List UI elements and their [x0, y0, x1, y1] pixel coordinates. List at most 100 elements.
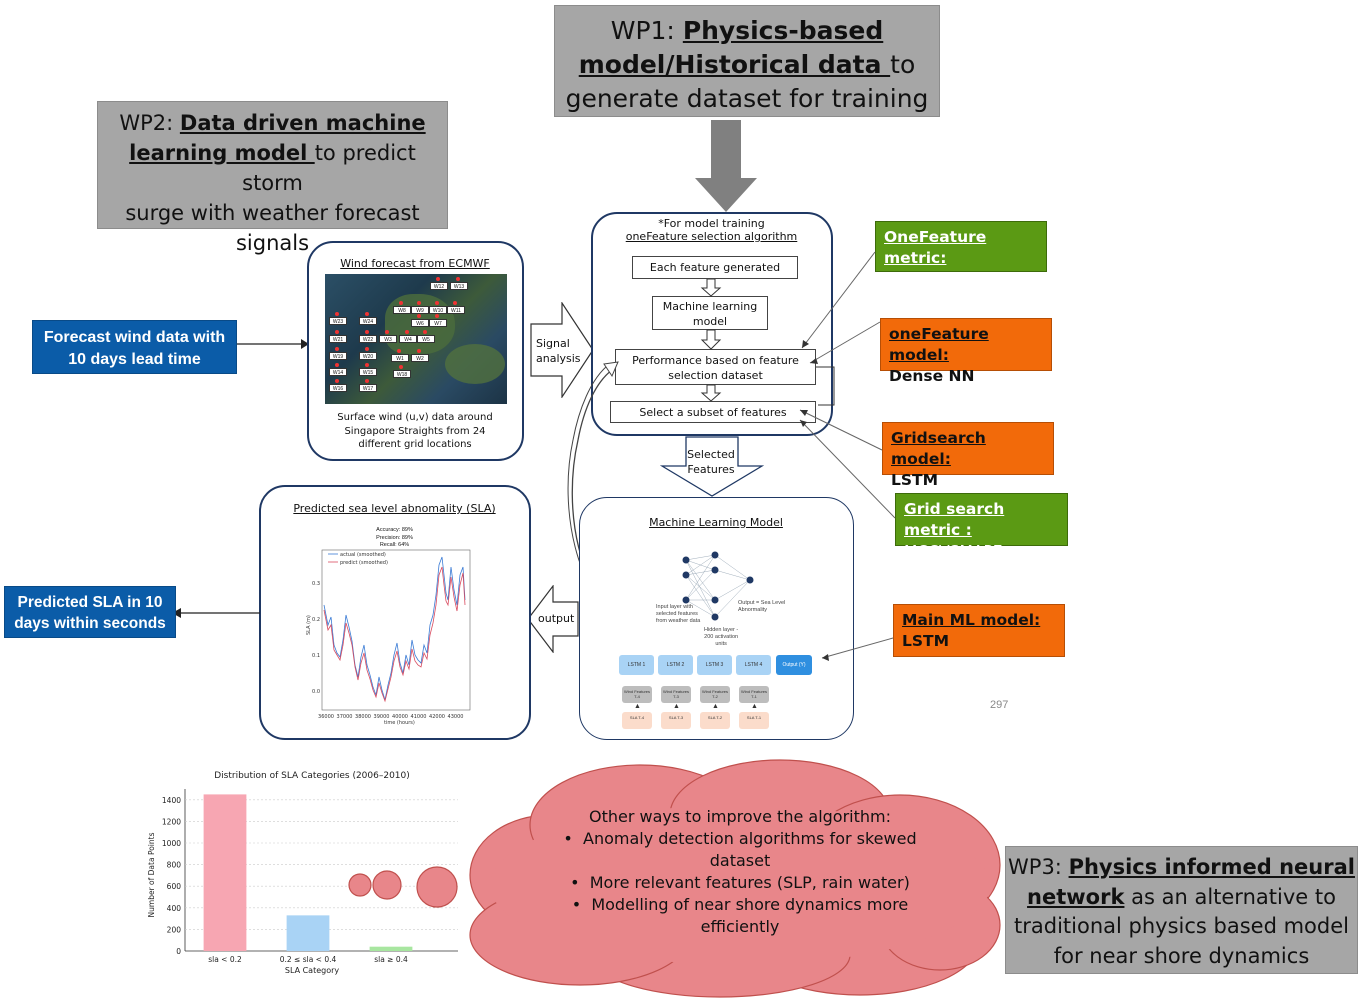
- step2-label-b: model: [692, 315, 728, 328]
- forecast-to-wind-arrow: [237, 339, 309, 349]
- wind-location-pin-icon: [435, 301, 439, 305]
- cloud-bullet-1-l1: Anomaly detection algorithms for skewed: [583, 829, 917, 848]
- step2-label-a: Machine learning: [662, 300, 758, 313]
- wind-caption-3: different grid locations: [358, 439, 472, 450]
- page-number: 297: [990, 699, 1009, 711]
- step4-label: Select a subset of features: [639, 406, 787, 419]
- nn-input-note-1: Input layer with: [656, 604, 693, 610]
- cloud-bullet-1-l2: dataset: [709, 851, 771, 870]
- bar-ytick-label: 200: [167, 925, 182, 934]
- sla-xtick-label: 41000: [411, 714, 427, 720]
- wind-grid-label: W7: [429, 319, 447, 327]
- wind-location-pin-icon: [399, 365, 403, 369]
- sla-xtick-label: 37000: [337, 714, 353, 720]
- sla-xtick-label: 39000: [374, 714, 390, 720]
- nn-input-note-3: from weather data: [656, 618, 701, 624]
- wind-grid-label: W13: [450, 282, 468, 290]
- bar-ytick-label: 400: [167, 904, 182, 913]
- wind-location-pin-icon: [405, 330, 409, 334]
- selected-features-arrow: [660, 436, 764, 497]
- sla-ylabel: SLA (m): [306, 615, 312, 635]
- wind-location-pin-icon: [453, 301, 457, 305]
- wind-grid-label: W23: [329, 317, 347, 325]
- sla-ytick-label: 0.0: [312, 689, 320, 695]
- wind-location-pin-icon: [417, 301, 421, 305]
- tag-connectors: [799, 251, 896, 661]
- signal-analysis-arrow: [530, 302, 594, 398]
- selected-label-2: Features: [687, 463, 735, 476]
- step-ml-model: Machine learning model: [652, 296, 768, 330]
- wind-caption: Surface wind (u,v) data around Singapore…: [309, 411, 521, 452]
- wp1-bold-1: Physics-based: [682, 16, 884, 45]
- cloud-bullet-2-l1: More relevant features (SLP, rain water): [589, 873, 910, 892]
- up-arrow-icon: ▲: [673, 703, 680, 710]
- wind-grid-label: W2: [411, 354, 429, 362]
- sla-xtick-label: 43000: [448, 714, 464, 720]
- sla-accuracy: Accuracy: 89%: [376, 527, 413, 533]
- wind-grid-label: W3: [379, 335, 397, 343]
- cloud-bullet-3-l2: efficiently: [700, 917, 780, 936]
- step-each-feature: Each feature generated: [632, 256, 798, 279]
- bar-ytick-label: 1400: [162, 796, 181, 805]
- forecast-input-box: Forecast wind data with 10 days lead tim…: [32, 320, 237, 374]
- sla-xtick-label: 38000: [355, 714, 371, 720]
- wind-location-pin-icon: [365, 363, 369, 367]
- wind-feature-cell: Wind Features T-1: [739, 686, 769, 703]
- wind-location-pin-icon: [335, 347, 339, 351]
- step-performance: Performance based on feature selection d…: [615, 349, 816, 385]
- nn-output-note-1: Output = Sea Level: [738, 600, 786, 606]
- wind-grid-label: W11: [447, 306, 465, 314]
- sla-legend-actual: actual (smoothed): [340, 552, 386, 558]
- tag-gridsearch-model-title: Gridsearch model:: [891, 429, 986, 468]
- cloud-bullet-3-l1: Modelling of near shore dynamics more: [591, 895, 909, 914]
- tag-gridsearch-model: Gridsearch model: LSTM: [882, 422, 1054, 489]
- wind-grid-label: W16: [329, 384, 347, 392]
- wp3-bold-2: network: [1027, 884, 1125, 909]
- sla-input-cell: SLA T-1: [739, 712, 769, 729]
- wind-grid-label: W10: [429, 306, 447, 314]
- cloud-heading: Other ways to improve the algorithm:: [589, 807, 891, 826]
- signal-analysis-label: Signal analysis: [536, 336, 581, 366]
- wind-location-pin-icon: [456, 277, 460, 281]
- nn-hidden-note-2: 200 activation: [704, 634, 739, 640]
- forecast-input-line1: Forecast wind data with: [43, 329, 226, 346]
- selected-label-1: Selected: [687, 448, 735, 461]
- step3-label-a: Performance based on feature: [632, 354, 799, 367]
- wind-grid-label: W12: [430, 282, 448, 290]
- nn-input-note: Input layer with selected features from …: [656, 604, 700, 625]
- wind-grid-label: W4: [399, 335, 417, 343]
- sla-ytick-label: 0.3: [312, 581, 320, 587]
- wp1-box: WP1: Physics-based model/Historical data…: [554, 5, 940, 117]
- sla-xtick-label: 36000: [318, 714, 334, 720]
- bar-ytick-label: 0: [176, 947, 181, 956]
- bar-chart-ylabel: Number of Data Points: [147, 832, 156, 917]
- wind-grid-label: W19: [329, 352, 347, 360]
- wind-grid-label: W18: [393, 370, 411, 378]
- wind-grid-label: W5: [417, 335, 435, 343]
- tag-onefeature-model: oneFeature model: Dense NN: [880, 318, 1052, 385]
- sla-xlabel: time (hours): [384, 720, 415, 726]
- wp2-line4: signals: [235, 231, 310, 255]
- wind-location-pin-icon: [397, 349, 401, 353]
- wind-location-pin-icon: [423, 330, 427, 334]
- wp1-bold-2: model/Historical data: [578, 50, 891, 79]
- predicted-output-box: Predicted SLA in 10 days within seconds: [4, 586, 176, 638]
- step1-label: Each feature generated: [649, 261, 781, 274]
- sla-xtick-label: 42000: [429, 714, 445, 720]
- nn-output-note-2: Abnormality: [738, 607, 768, 613]
- nn-hidden-note-3: units: [715, 641, 727, 647]
- sla-input-cell: SLA T-2: [700, 712, 730, 729]
- bar-chart-title: Distribution of SLA Categories (2006–201…: [214, 771, 410, 781]
- wp1-line3: generate dataset for training: [565, 84, 929, 113]
- tag-onefeature-model-value: Dense NN: [889, 367, 975, 385]
- wind-grid-label: W14: [329, 368, 347, 376]
- wind-grid-label: W1: [391, 354, 409, 362]
- sla-category-bar-chart: Distribution of SLA Categories (2006–201…: [147, 771, 458, 975]
- sla-actual-line: [323, 556, 466, 701]
- sla-recall: Recall: 64%: [379, 542, 410, 548]
- sla-metrics: Accuracy: 89% Precision: 89% Recall: 64%: [261, 527, 528, 550]
- bar-xtick-label: sla < 0.2: [208, 955, 242, 964]
- wind-grid-label: W17: [359, 384, 377, 392]
